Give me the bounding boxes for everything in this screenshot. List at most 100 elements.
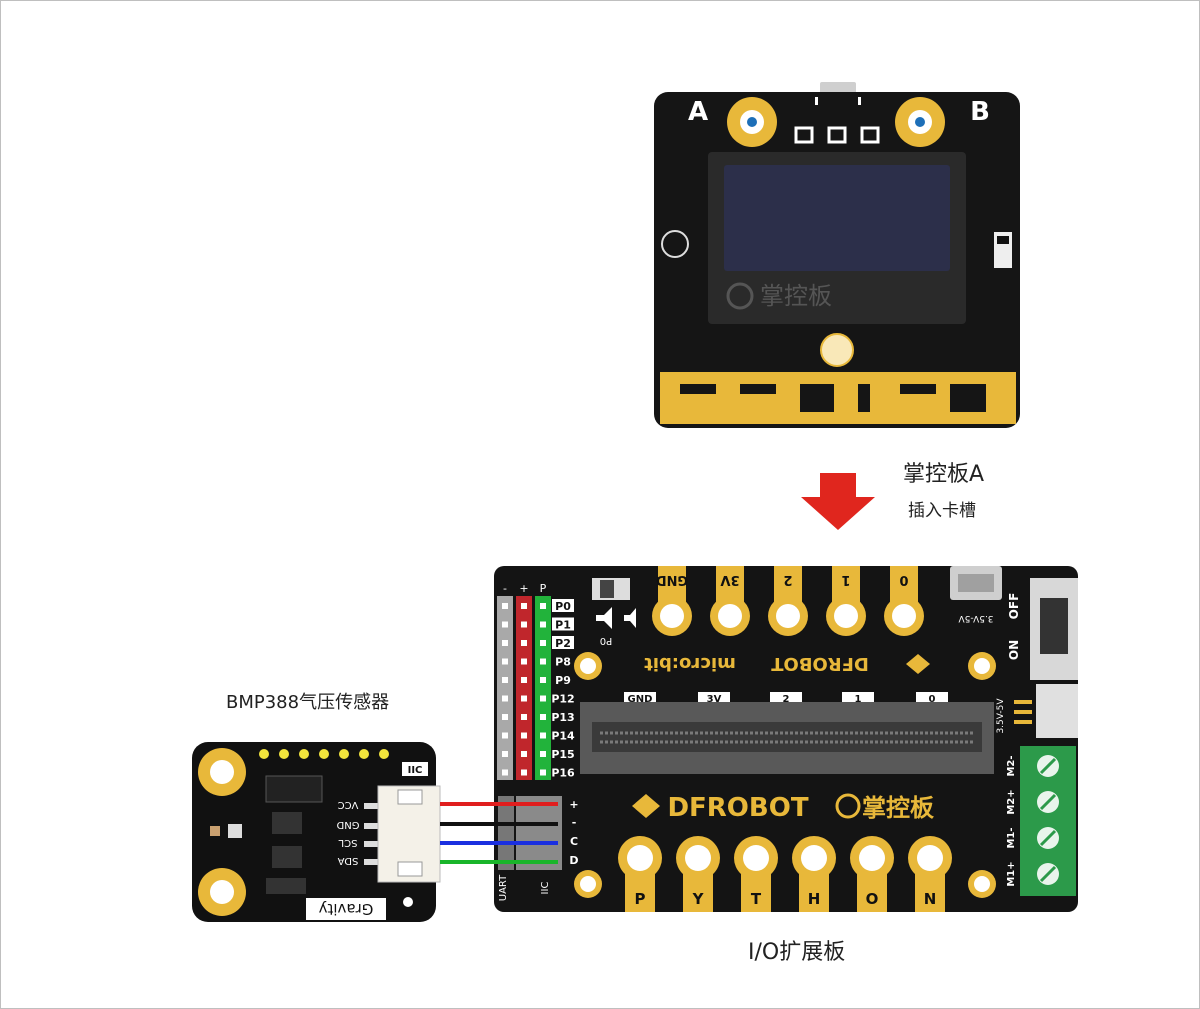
led-indicator [403,897,413,907]
pin-label: P13 [551,711,574,724]
rgb-led [794,126,814,144]
brand-text: Gravity [318,900,373,918]
pad-label: 0 [899,572,908,587]
slot-label-box [842,692,874,704]
iic-connector [516,796,562,870]
header-gnd [497,596,513,780]
header-pin [502,658,508,665]
sound-switch-knob[interactable] [600,580,614,598]
pad-hole [685,845,711,871]
slot-label: 3V [707,694,722,705]
mount-hole-center [580,658,596,674]
microbit-text: micro:bit [644,653,736,674]
motor-labels: M2-M2+M1-M1+ [1006,755,1017,886]
p0-label: P0 [600,635,612,646]
rgb-led [860,126,880,144]
pad-hole [776,604,800,628]
iic-label: IIC [540,882,551,895]
pin-label: P16 [551,767,575,780]
header-pin [521,751,527,757]
header-pin [521,732,527,739]
pad-hole [917,845,943,871]
sensor-header-dots [259,749,389,759]
controller-sub-caption: 插入卡槽 [908,501,976,521]
terminal-screws [1037,755,1059,885]
sensor-cable [440,802,558,864]
capacitor [210,826,220,836]
controller-caption: 掌控板A [903,462,985,487]
sensor-caption: BMP388气压传感器 [226,692,390,713]
pin-label-box [552,636,574,649]
pad-label: 3V [720,572,739,587]
speaker-on-icon [596,607,612,629]
sensor-pcb [192,742,436,922]
screw-slot [1039,865,1057,883]
rgb-led [827,126,847,144]
chip-area [265,775,323,803]
regulator-chip [272,846,302,868]
sensor-pin-label: GND [336,819,359,830]
controller-logo-icon [726,282,754,310]
side-sensor-chip [997,236,1009,244]
header-pin [502,603,508,609]
pad-letter: T [751,890,762,908]
mount-hole-center [580,876,596,892]
pad-hole [743,845,769,871]
screw-slot [1039,757,1057,775]
controller-logo-text: 掌控板 [760,282,832,310]
led-marker [858,97,861,105]
connector-latch [397,861,423,877]
sensor-tag-box [402,762,428,776]
expansion-logo-text: 掌控板 [862,794,935,822]
header-dot [319,749,329,759]
dfrobot-text-main: DFROBOT [667,793,808,823]
mount-hole-center [974,658,990,674]
header-pin [521,640,527,646]
slot-label: 0 [929,694,936,705]
chip [266,878,306,894]
pad-letter: N [924,890,937,908]
power-switch-knob[interactable] [1040,598,1068,654]
pressure-sensor-chip [228,824,242,838]
header-pin [502,621,508,628]
motor-power-jack [1036,684,1078,738]
header-dot [359,749,369,759]
header-label-plus: + [519,582,528,595]
pin-label: P2 [555,637,571,650]
header-dot [259,749,269,759]
pad-label: 2 [783,572,792,587]
controller-logo-icon [835,793,861,819]
screw-slot [1039,829,1057,847]
header-pin [502,695,508,702]
sensor-pin [364,841,380,847]
speaker-off-icon [624,608,636,628]
pin-label: P0 [555,600,571,613]
header-pin [540,751,546,757]
pin-marker [1014,720,1032,724]
pin-label: P8 [555,656,571,669]
dfrobot-text-top: DFROBOT [770,653,868,674]
pad-hole [660,604,684,628]
controller-gold-fingers [660,372,1016,432]
mount-hole-center [974,876,990,892]
pin-label: P1 [555,619,571,632]
slot-label: 2 [783,694,790,705]
pad-label: 1 [841,572,850,587]
led-marker [815,97,818,105]
usb-power-port-inner [958,574,994,592]
pad-letter: H [808,890,821,908]
expansion-caption: I/O扩展板 [748,940,846,965]
header-pin [540,677,546,683]
motor-label: M1- [1006,827,1017,848]
switch-on-label: ON [1007,640,1021,660]
sensor-pin [364,823,380,829]
pad-hole [801,845,827,871]
pad-hole [892,604,916,628]
button-b-label: B [970,97,990,127]
header-pin [502,769,508,776]
sensor-pin [364,803,380,809]
